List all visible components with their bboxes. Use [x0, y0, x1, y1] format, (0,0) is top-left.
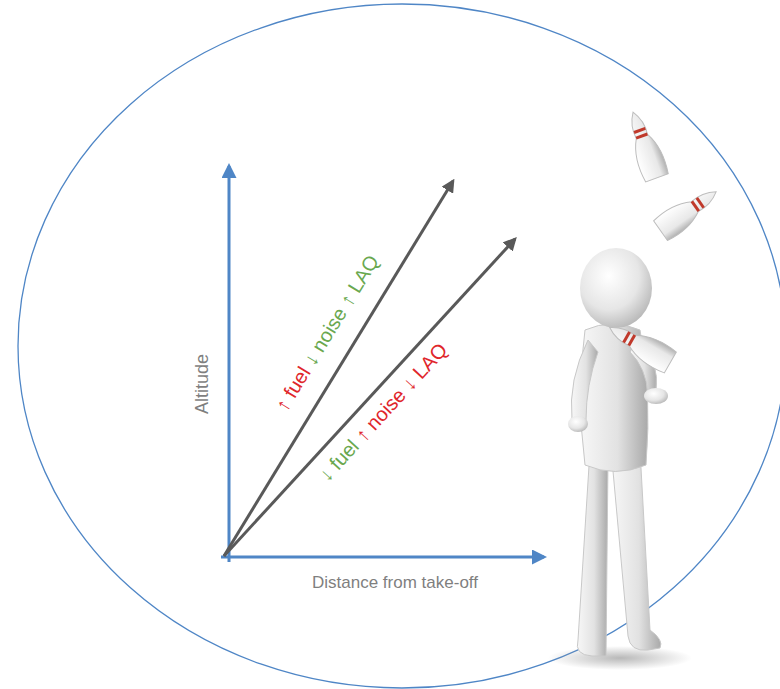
- juggler-figure: [548, 108, 724, 670]
- tradeoff-label-group: ↑ fuel↓ noise↑ LAQ: [271, 251, 383, 415]
- axis-label: Altitude: [192, 354, 212, 414]
- axis-label-group: Distance from take-off: [312, 574, 478, 593]
- altitude-axis: [228, 166, 231, 562]
- tradeoff-label: ↑ fuel: [271, 363, 315, 415]
- distance-axis: [221, 556, 544, 559]
- axis-label: Distance from take-off: [312, 573, 478, 592]
- axis-label-group: Altitude: [193, 354, 213, 414]
- tradeoff-label: ↑ LAQ: [335, 251, 383, 310]
- tradeoff-label: ↓ fuel: [315, 435, 364, 485]
- tradeoff-label-group: ↓ fuel↑ noise↓ LAQ: [315, 339, 452, 486]
- steep-climb-line: [224, 181, 453, 556]
- shallow-climb-line: [224, 239, 515, 556]
- tradeoff-label: ↓ LAQ: [398, 339, 452, 395]
- frame-ellipse: [18, 4, 780, 688]
- tradeoff-label: ↑ noise: [351, 384, 410, 446]
